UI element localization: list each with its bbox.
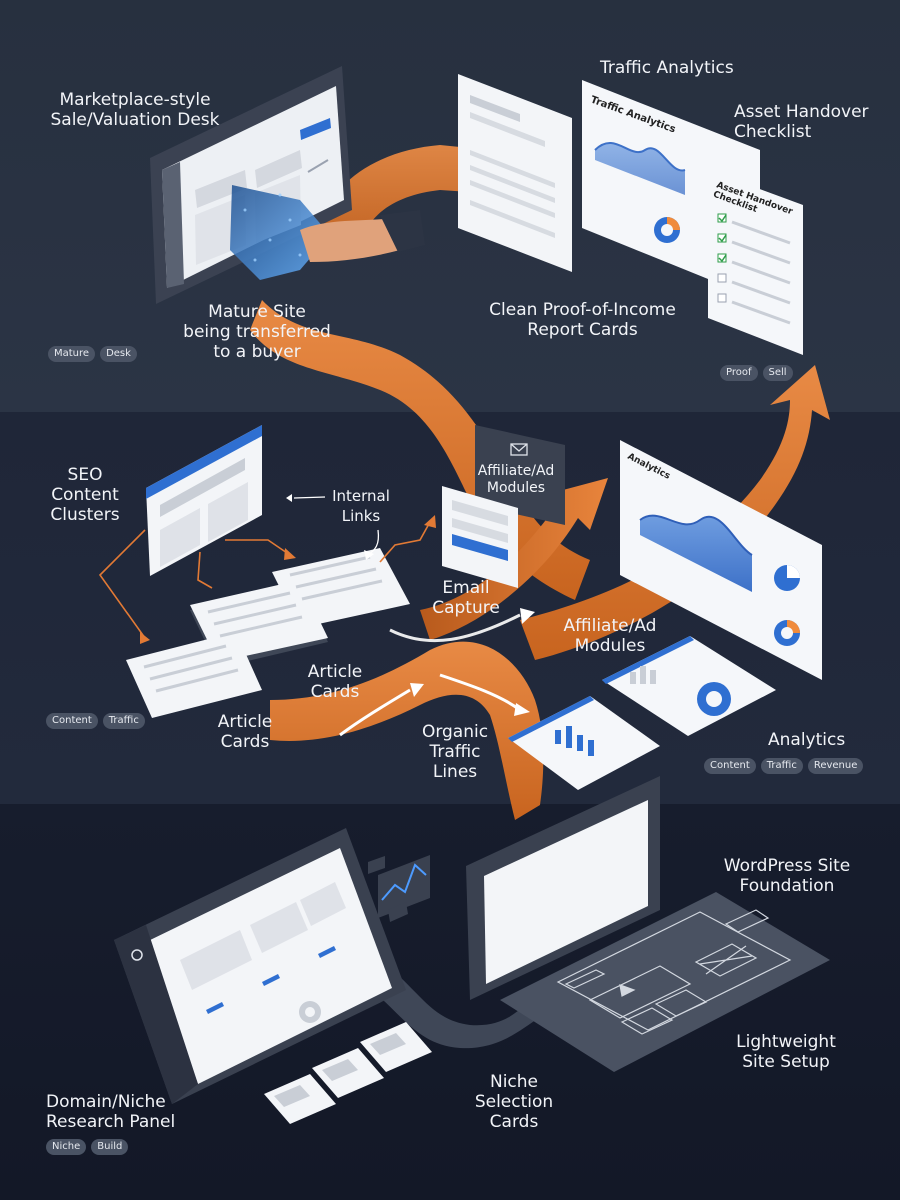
label-affiliate-top: Affiliate/Ad Modules [477, 463, 555, 496]
label-organic-traffic: Organic Traffic Lines [421, 722, 489, 782]
analytics-dashboard-card: Analytics [620, 440, 822, 680]
floating-trend-chart [368, 855, 430, 922]
tags-mid-right: Content Traffic Revenue [704, 758, 864, 774]
label-internal-links: Internal Links [332, 487, 390, 525]
tag-chip: Niche [46, 1139, 87, 1155]
seo-cluster-hub-card [146, 425, 262, 576]
cluster-link-arrows [98, 515, 436, 644]
tag-chip: Content [704, 758, 756, 774]
tags-top-right: Proof Sell [720, 365, 793, 381]
label-affiliate-mid: Affiliate/Ad Modules [563, 616, 657, 656]
mini-analytics-card-upper [602, 636, 776, 736]
article-cards-stack [126, 548, 410, 718]
research-panel-screen [114, 828, 406, 1104]
internal-link-arrows [286, 494, 380, 560]
niche-selection-cards [264, 1022, 432, 1124]
tag-chip: Proof [720, 365, 758, 381]
tag-chip: Traffic [760, 758, 803, 774]
tag-chip: Build [91, 1139, 129, 1155]
label-traffic-analytics: Traffic Analytics [600, 58, 734, 78]
handshake-icon [230, 185, 425, 280]
tag-chip: Sell [762, 365, 793, 381]
label-email-capture: Email Capture [432, 578, 500, 618]
tag-chip: Desk [100, 346, 137, 362]
tags-mid-left: Content Traffic [46, 713, 145, 729]
label-article-cards-a: Article Cards [307, 662, 363, 702]
label-domain-niche: Domain/Niche Research Panel [46, 1092, 176, 1132]
bar-chart-icon [508, 696, 660, 790]
label-seo-clusters: SEO Content Clusters [50, 465, 120, 525]
wordpress-icon [131, 949, 143, 961]
label-wordpress-foundation: WordPress Site Foundation [723, 856, 851, 896]
tag-chip: Traffic [102, 713, 145, 729]
label-marketplace-desk: Marketplace-style Sale/Valuation Desk [50, 90, 220, 130]
tags-bot-left: Niche Build [46, 1139, 129, 1155]
tag-chip: Revenue [807, 758, 864, 774]
label-lightweight-setup: Lightweight Site Setup [736, 1032, 836, 1072]
area-chart [640, 515, 752, 592]
pie-chart-icon [774, 565, 800, 591]
affiliate-modules-box [475, 425, 565, 525]
envelope-icon [510, 443, 528, 456]
tag-chip: Mature [48, 346, 96, 362]
tag-chip: Content [46, 713, 98, 729]
label-analytics: Analytics [768, 730, 846, 750]
label-clean-proof: Clean Proof-of-Income Report Cards [489, 300, 676, 340]
label-article-cards-b: Article Cards [217, 712, 273, 752]
site-wireframe [556, 909, 792, 1035]
checkbox-icon [717, 213, 727, 303]
play-icon [619, 984, 636, 997]
report-card-document [458, 74, 572, 272]
email-capture-form [442, 486, 518, 588]
asset-handover-checklist-card: Asset HandoverChecklist [708, 170, 803, 355]
label-niche-cards: Niche Selection Cards [474, 1072, 554, 1132]
label-mature-site: Mature Site being transferred to a buyer [183, 302, 331, 362]
tags-top-left: Mature Desk [48, 346, 137, 362]
label-asset-handover: Asset Handover Checklist [734, 102, 869, 142]
donut-chart-icon [774, 620, 800, 646]
